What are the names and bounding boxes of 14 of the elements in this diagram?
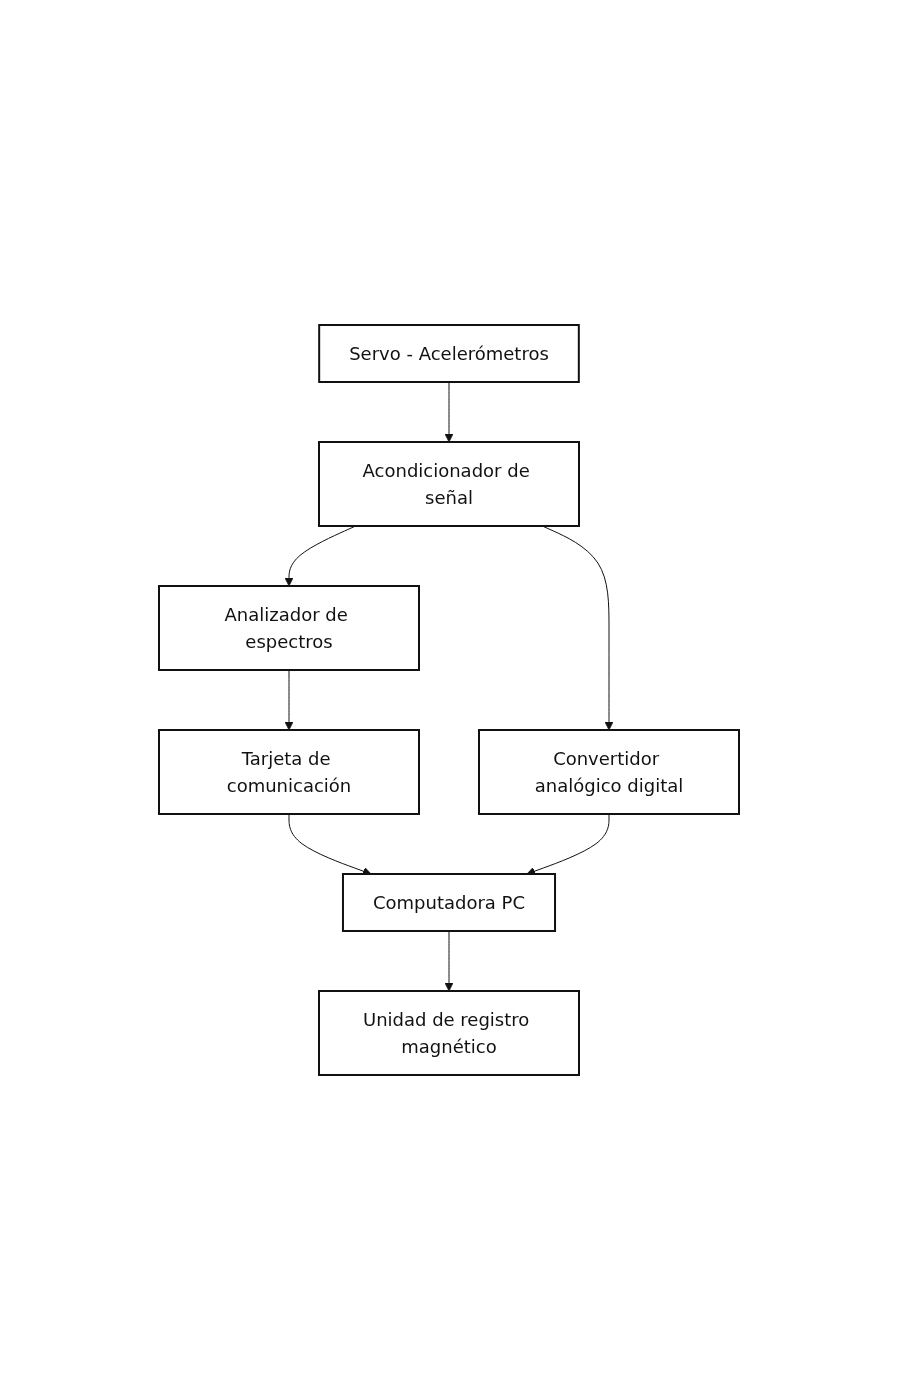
arrow <box>284 669 294 730</box>
arrow <box>288 813 372 875</box>
node-box: Computadora PC <box>341 872 557 932</box>
arrow <box>444 930 454 991</box>
arrow <box>284 525 357 586</box>
node-box: Unidad de registro magnético <box>318 989 580 1076</box>
arrow <box>526 813 610 875</box>
node-box: Acondicionador de señal <box>318 440 580 527</box>
node-box: Servo - Acelerómetros <box>318 323 580 383</box>
arrow <box>444 381 454 442</box>
node-box: Tarjeta de comunicación <box>158 728 420 815</box>
arrow <box>541 525 614 730</box>
node-box: Analizador de espectros <box>158 584 420 671</box>
node-box: Convertidor analógico digital <box>478 728 740 815</box>
